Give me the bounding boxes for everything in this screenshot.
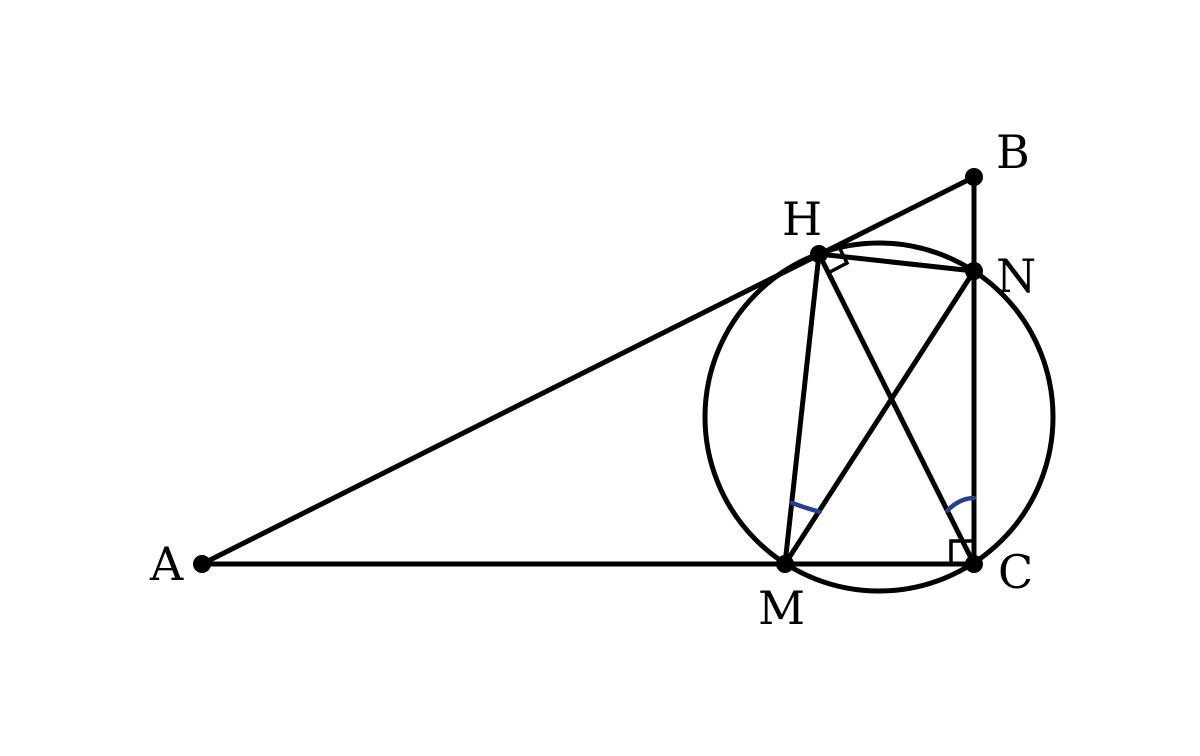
angle-mark-hcn	[945, 495, 977, 513]
point-m	[776, 555, 794, 573]
point-b	[965, 168, 983, 186]
label-n: N	[996, 249, 1036, 303]
label-m: M	[758, 581, 805, 635]
circle-hncm	[702, 240, 1056, 594]
segment-ab	[199, 174, 977, 567]
label-c: C	[998, 545, 1033, 599]
right-angle-mark-h	[827, 244, 850, 275]
label-b: B	[996, 125, 1030, 179]
point-a	[193, 555, 211, 573]
label-h: H	[782, 192, 822, 246]
point-h	[810, 245, 828, 263]
segment-hm	[782, 251, 822, 567]
angle-mark-hmn	[789, 500, 822, 515]
segment-mn	[782, 268, 977, 567]
point-n	[965, 262, 983, 280]
point-c	[965, 555, 983, 573]
segment-hc	[816, 251, 977, 567]
right-angle-mark-c	[949, 539, 974, 564]
label-a: A	[149, 537, 184, 591]
